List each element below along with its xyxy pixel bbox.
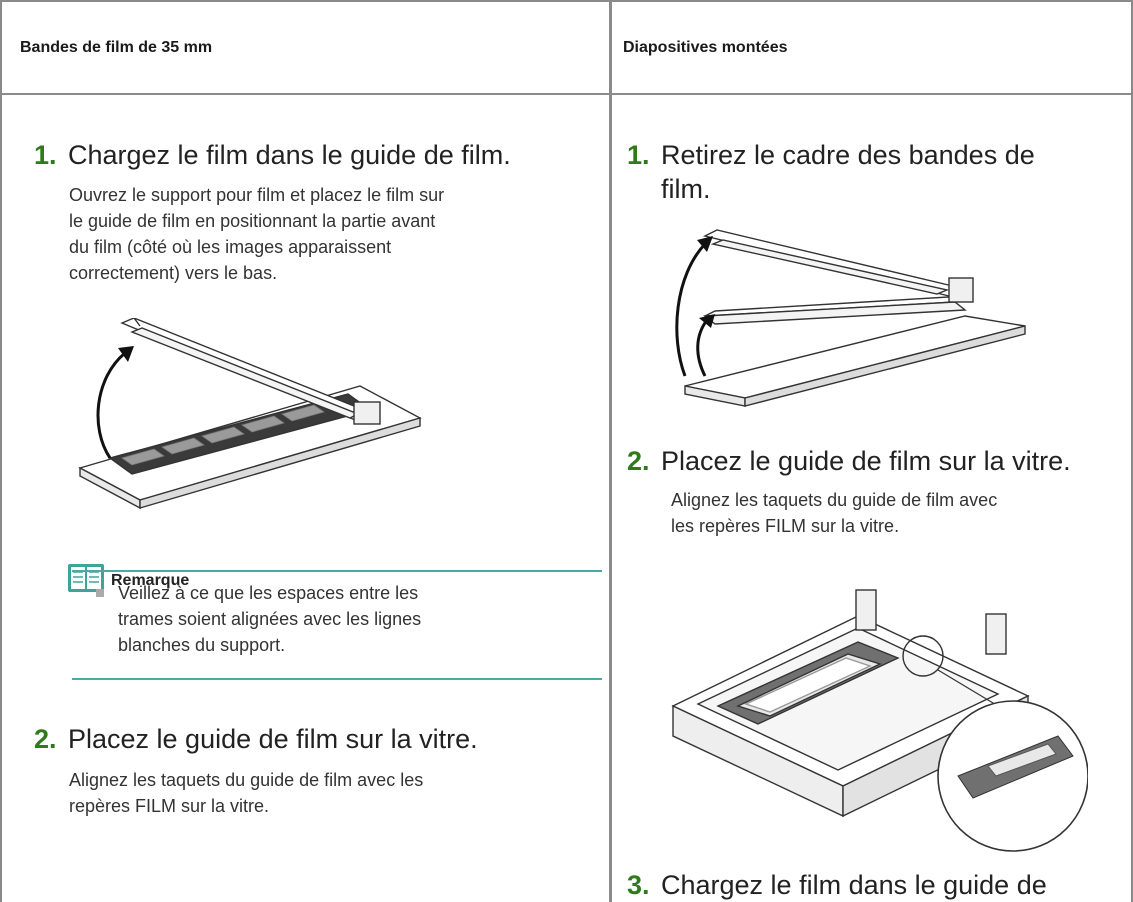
description-line: Alignez les taquets du guide de film ave… — [69, 770, 424, 790]
step-number: 1. — [627, 140, 650, 170]
step-title: Chargez le film dans le guide de film. — [68, 140, 511, 170]
table-border-top — [0, 0, 1133, 2]
step-title: Placez le guide de film sur la vitre. — [68, 724, 478, 754]
title-line: film. — [661, 174, 711, 204]
right-step-2-description: Alignez les taquets du guide de film ave… — [671, 487, 1111, 539]
left-step-2: 2. Placez le guide de film sur la vitre. — [34, 722, 604, 756]
step-title: Placez le guide de film sur la vitre. — [661, 446, 1071, 476]
description-line: correctement) vers le bas. — [69, 263, 278, 283]
note-title: Remarque — [111, 572, 190, 589]
header-mounted-slides: Diapositives montées — [623, 38, 788, 56]
note-line-text: Veillez à ce que les espaces entre les — [118, 583, 419, 603]
note-bottom-rule — [72, 678, 602, 680]
description-line: du film (côté où les images apparaissent — [69, 237, 392, 257]
note-item: Veillez à ce que les espaces entre les t… — [96, 580, 586, 658]
description-line: Ouvrez le support pour film et placez le… — [69, 185, 445, 205]
step-number: 1. — [34, 140, 57, 170]
step-number: 2. — [34, 724, 57, 754]
step-number: 3. — [627, 870, 650, 900]
description-line: le guide de film en positionnant la part… — [69, 211, 436, 231]
right-step-1: 1. Retirez le cadre des bandes de film. — [627, 138, 1117, 206]
left-step-1: 1. Chargez le film dans le guide de film… — [34, 138, 604, 172]
film-holder-illustration — [78, 318, 422, 510]
step-title: Chargez le film dans le guide de — [661, 870, 1047, 900]
scanner-glass-illustration — [671, 589, 1088, 852]
table-border-left — [0, 0, 2, 902]
left-step-1-description: Ouvrez le support pour film et placez le… — [69, 182, 599, 286]
note-header: Remarque — [67, 563, 189, 593]
right-step-3: 3. Chargez le film dans le guide de — [627, 868, 1117, 902]
description-line: Alignez les taquets du guide de film ave… — [671, 490, 998, 510]
table-border-right — [1131, 0, 1133, 902]
note-top-rule — [72, 570, 602, 572]
step-number: 2. — [627, 446, 650, 476]
column-separator — [609, 0, 612, 902]
bullet-square-icon — [96, 589, 104, 597]
book-icon — [68, 564, 104, 592]
remove-frame-illustration — [675, 229, 1026, 407]
description-line: repères FILM sur la vitre. — [69, 796, 270, 816]
note-line-text: trames soient alignées avec les lignes — [118, 609, 422, 629]
title-line: Retirez le cadre des bandes de — [661, 140, 1035, 170]
description-line: les repères FILM sur la vitre. — [671, 516, 900, 536]
left-step-2-description: Alignez les taquets du guide de film ave… — [69, 767, 599, 819]
note-item-text: Veillez à ce que les espaces entre les t… — [118, 580, 421, 658]
right-step-2: 2. Placez le guide de film sur la vitre. — [627, 444, 1117, 478]
header-35mm-strips: Bandes de film de 35 mm — [20, 38, 213, 56]
step-title: Retirez le cadre des bandes de film. — [661, 138, 1035, 206]
note-line-text: blanches du support. — [118, 635, 286, 655]
header-separator — [0, 93, 1133, 95]
